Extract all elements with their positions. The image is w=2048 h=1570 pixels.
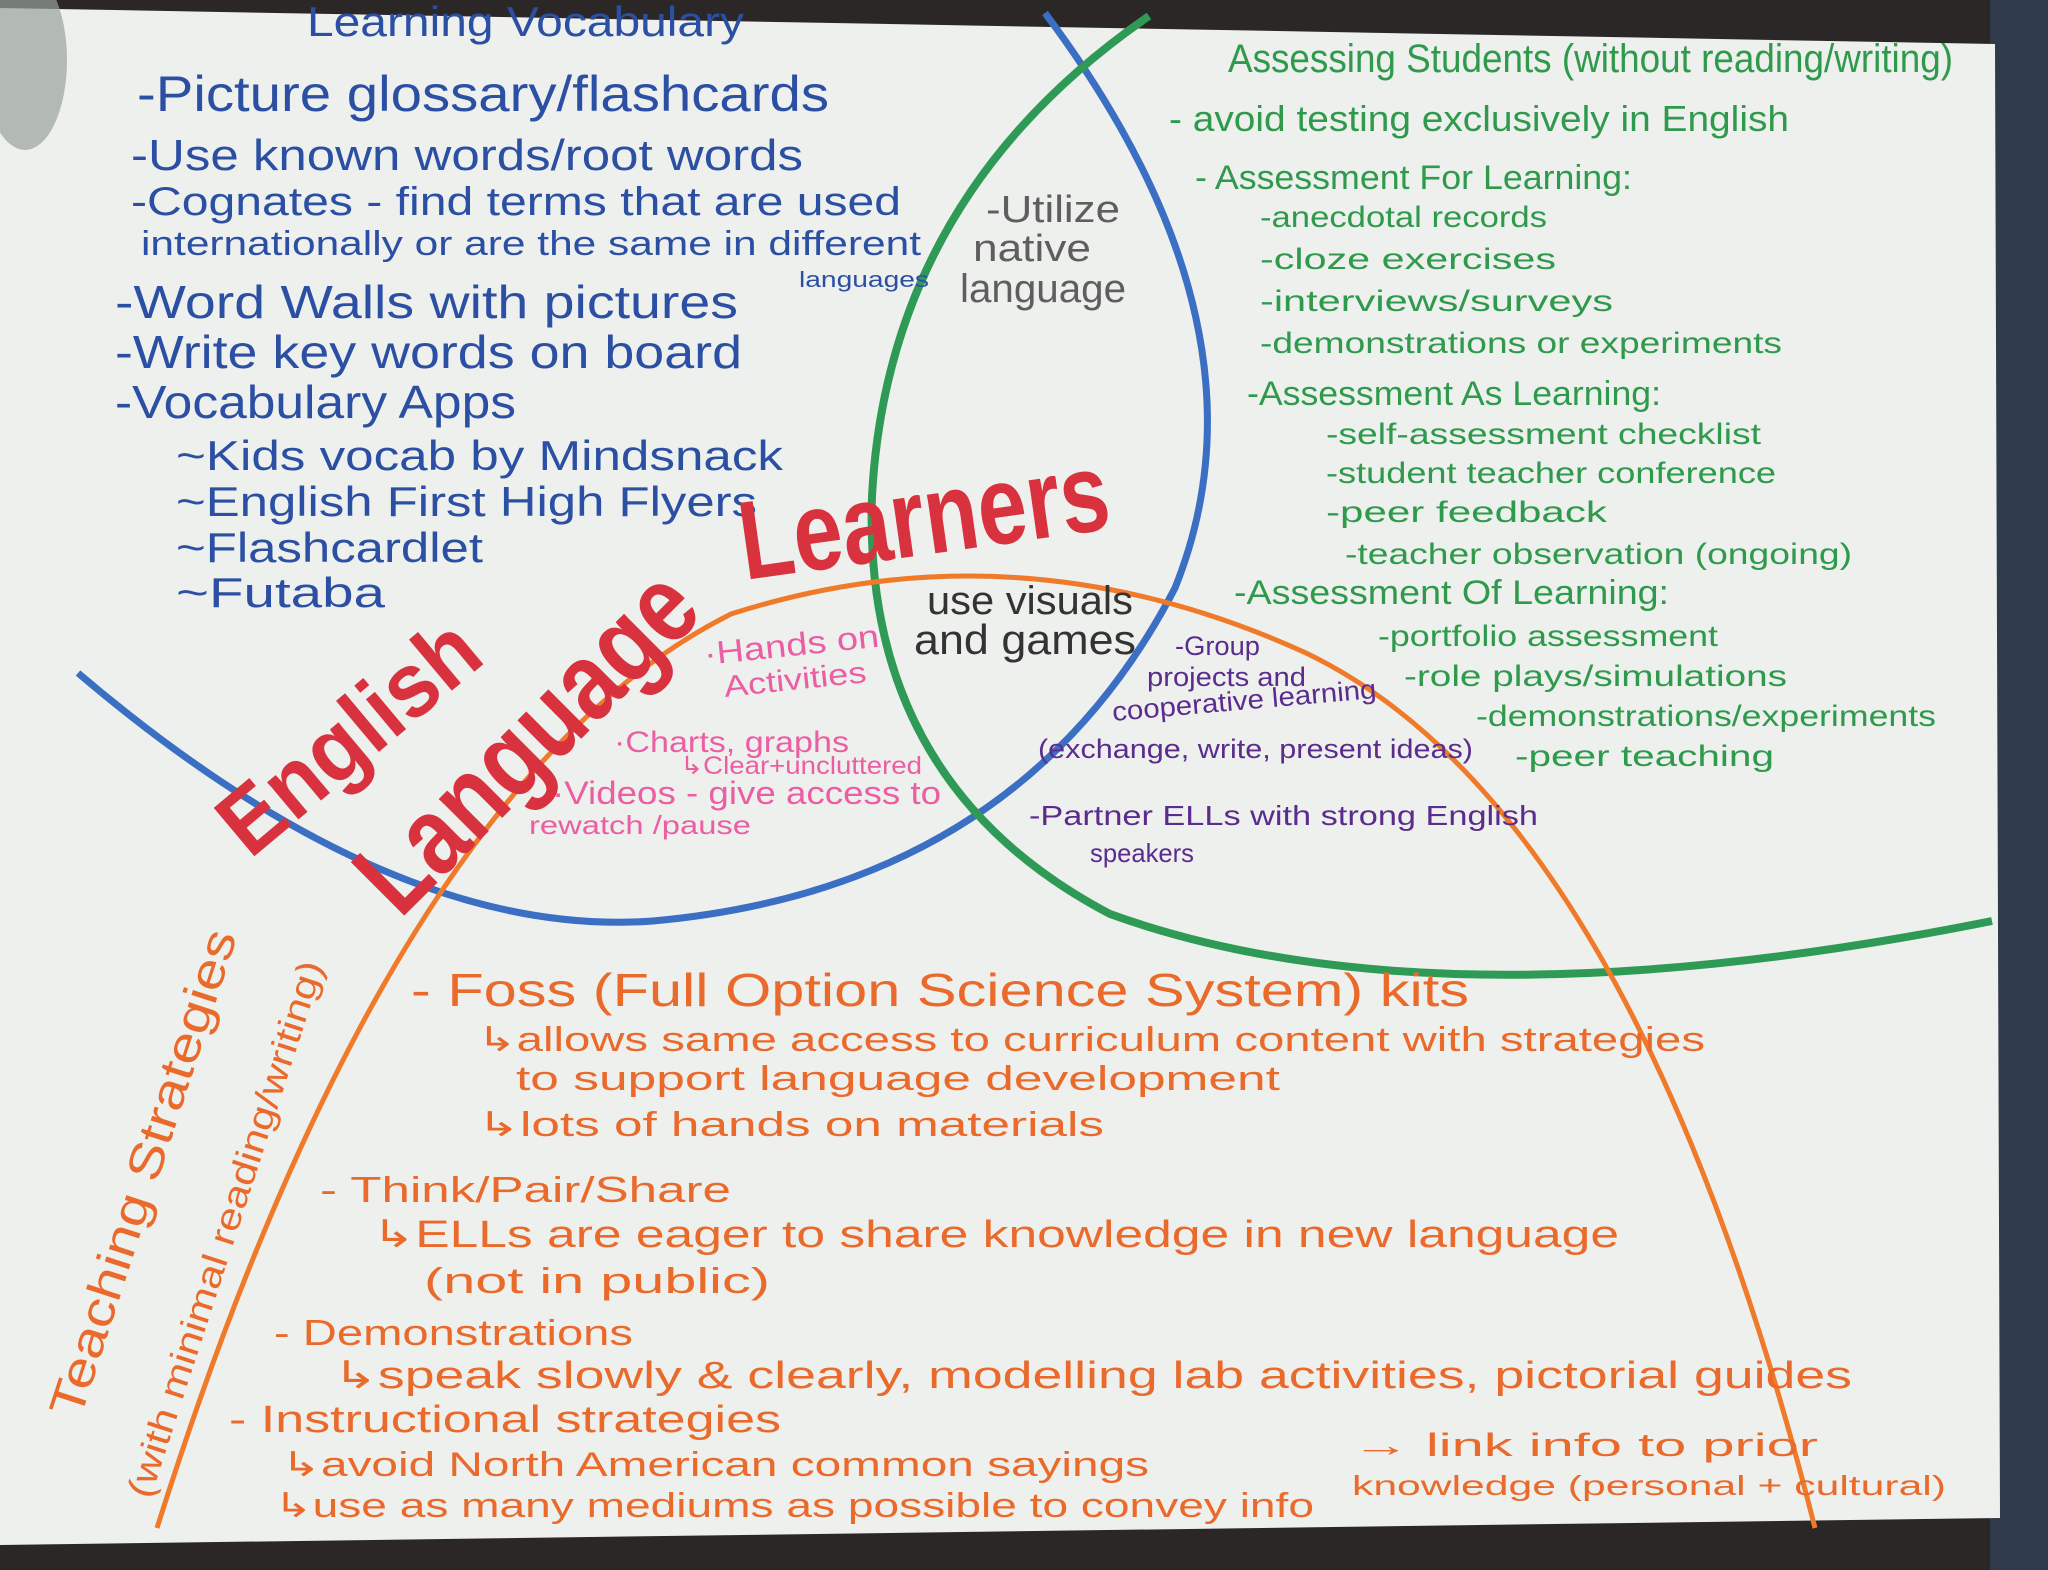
- assess-line: - Assessment For Learning:: [1195, 159, 1632, 197]
- overlap-line: language: [960, 267, 1126, 311]
- cup-object: [0, 0, 67, 150]
- overlap-line: -Utilize: [986, 189, 1120, 231]
- assess-line: -interviews/surveys: [1260, 285, 1613, 318]
- assess-line: -teacher observation (ongoing): [1345, 538, 1852, 571]
- assess-line: -student teacher conference: [1326, 457, 1776, 490]
- poster-paper: [0, 8, 2000, 1545]
- overlap-line: ·Videos - give access to: [552, 775, 941, 811]
- teach-line: ↳ELLs are eager to share knowledge in ne…: [372, 1214, 1619, 1256]
- assessing-section: Assessing Students (without reading/writ…: [1169, 37, 1953, 773]
- overlap-line: rewatch /pause: [529, 810, 751, 840]
- teach-line: ↳lots of hands on materials: [477, 1106, 1104, 1144]
- vocab-line: -Write key words on board: [115, 326, 742, 378]
- overlap-line: and games: [914, 616, 1136, 663]
- overlap-line: projects and: [1147, 662, 1306, 692]
- teach-line: - Instructional strategies: [229, 1399, 781, 1441]
- vocabulary-title: Learning Vocabulary: [307, 0, 744, 45]
- assess-line: -anecdotal records: [1260, 201, 1547, 234]
- vocab-line: -Vocabulary Apps: [115, 376, 516, 428]
- assess-line: -Assessment As Learning:: [1247, 375, 1661, 413]
- overlap-blue-green: -Utilize native language: [960, 189, 1126, 311]
- vocab-line: languages: [799, 267, 929, 292]
- teach-line: - Think/Pair/Share: [320, 1169, 731, 1210]
- green-circle: [867, 12, 1993, 979]
- vocab-line: ~Futaba: [176, 569, 386, 616]
- teach-line: ↳speak slowly & clearly, modelling lab a…: [333, 1355, 1852, 1397]
- teach-line: (not in public): [424, 1260, 770, 1301]
- overlap-center: use visuals and games: [914, 579, 1136, 663]
- vocab-line: ~Kids vocab by Mindsnack: [176, 432, 784, 479]
- teach-line: knowledge (personal + cultural): [1352, 1470, 1946, 1501]
- overlap-line: -Group: [1175, 631, 1260, 661]
- vocab-line: -Picture glossary/flashcards: [137, 66, 829, 122]
- vocab-line: ~Flashcardlet: [176, 524, 483, 571]
- teach-line: - Demonstrations: [274, 1312, 633, 1353]
- assess-line: -demonstrations/experiments: [1476, 700, 1936, 733]
- teach-line: - Foss (Full Option Science System) kits: [411, 964, 1469, 1016]
- assess-line: -Assessment Of Learning:: [1234, 574, 1669, 612]
- right-background: [1990, 0, 2048, 1570]
- teaching-section: Teaching Strategies (with minimal readin…: [40, 923, 1946, 1525]
- vocabulary-section: Learning Vocabulary -Picture glossary/fl…: [115, 0, 929, 616]
- assess-line: - avoid testing exclusively in English: [1169, 98, 1789, 139]
- blue-circle: [75, 10, 1211, 926]
- assess-line: -self-assessment checklist: [1326, 418, 1762, 451]
- overlap-line: ↳Clear+uncluttered: [680, 752, 922, 780]
- teach-line: to support language development: [516, 1060, 1281, 1098]
- teach-line: ↳use as many mediums as possible to conv…: [274, 1487, 1314, 1525]
- assess-line: -cloze exercises: [1260, 243, 1556, 276]
- vocab-line: -Word Walls with pictures: [115, 276, 738, 328]
- overlap-line: -Partner ELLs with strong English: [1029, 800, 1538, 831]
- vocab-line: internationally or are the same in diffe…: [141, 225, 922, 263]
- overlap-line: speakers: [1090, 838, 1194, 868]
- assess-line: -peer teaching: [1515, 740, 1774, 773]
- vocab-line: -Cognates - find terms that are used: [131, 180, 901, 224]
- teach-line: ↳allows same access to curriculum conten…: [477, 1021, 1705, 1059]
- vocab-line: ~English First High Flyers: [176, 478, 757, 525]
- teach-line: → link info to prior: [1352, 1427, 1819, 1463]
- assess-line: -peer feedback: [1326, 496, 1608, 529]
- teach-line: ↳avoid North American common sayings: [281, 1446, 1149, 1484]
- overlap-line: ·Charts, graphs: [614, 726, 849, 759]
- overlap-line: (exchange, write, present ideas): [1038, 734, 1473, 764]
- assess-line: -portfolio assessment: [1378, 620, 1719, 653]
- overlap-line: use visuals: [927, 579, 1133, 623]
- assess-line: -role plays/simulations: [1404, 660, 1787, 693]
- overlap-line: native: [973, 228, 1091, 270]
- vocab-line: -Use known words/root words: [131, 131, 803, 180]
- orange-circle: [154, 573, 1818, 1529]
- assessing-title: Assessing Students (without reading/writ…: [1228, 37, 1953, 81]
- assess-line: -demonstrations or experiments: [1260, 327, 1782, 360]
